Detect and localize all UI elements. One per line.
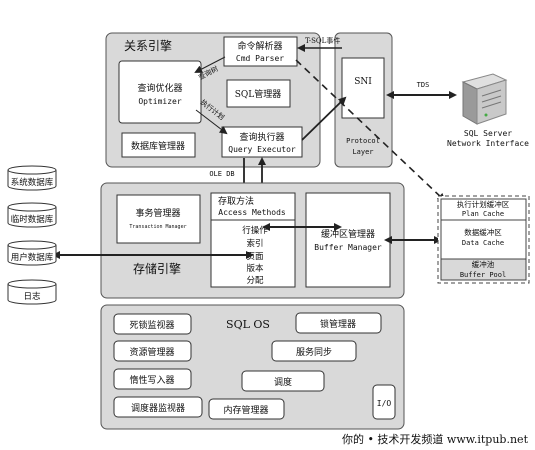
db-temp-label: 临时数据库 [11,214,54,225]
db-user-label: 用户数据库 [11,252,54,263]
access-item-4: 分配 [246,276,264,286]
cmd-parser-en: Cmd Parser [236,54,284,63]
sql-manager-label: SQL管理器 [235,88,282,100]
server-label-1: SQL Server [464,129,512,138]
access-item-0: 行操作 [242,225,268,236]
cmd-parser-cn: 命令解析器 [237,40,282,52]
tds-label: TDS [417,81,430,89]
access-methods-box: 存取方法 Access Methods 行操作 索引 页面 版本 分配 [210,192,296,288]
query-executor-box: 查询执行器 Query Executor [221,126,303,158]
lazy-writer-label: 惰性写入器 [129,374,174,386]
resource-manager-label: 资源管理器 [129,346,174,358]
access-item-3: 版本 [246,263,264,274]
storage-engine-title: 存储引擎 [133,261,181,276]
buffer-manager-en: Buffer Manager [314,243,382,252]
deadlock-monitor-label: 死锁监视器 [129,319,174,331]
database-cylinder-log: 日志 [7,279,57,305]
query-executor-cn: 查询执行器 [239,131,284,143]
io-label: I/O [377,399,392,408]
protocol-layer-label-1: Protocol [346,137,380,145]
relational-engine-title: 关系引擎 [124,38,172,53]
txn-manager-en: Transaction Manager [129,224,186,230]
access-methods-en: Access Methods [218,208,286,217]
access-methods-cn: 存取方法 [218,195,254,207]
arrow-parser-to-optimizer [194,56,226,73]
service-sync-label: 服务同步 [296,346,332,358]
db-manager-label: 数据库管理器 [131,140,185,152]
optimizer-en: Optimizer [138,97,182,106]
tsql-event-label: T-SQL事件 [305,36,340,45]
watermark-text: 你的 • 技术开发频道 www.itpub.net [342,432,529,446]
buffer-pool: 执行计划缓冲区 Plan Cache 数据缓冲区 Data Cache 缓冲池 … [437,195,530,284]
server-label-2: Network Interface [447,139,529,148]
txn-manager-cn: 事务管理器 [135,207,180,219]
buffer-manager-cn: 缓冲区管理器 [321,228,375,240]
plan-cache-en: Plan Cache [462,210,504,218]
database-cylinder-temp: 临时数据库 [7,202,57,228]
lock-manager-label: 锁管理器 [320,318,356,330]
scheduling-label: 调度 [274,376,292,388]
sql-os-title: SQL OS [226,318,270,331]
db-manager-box: 数据库管理器 [121,132,196,158]
scheduler-monitor-label: 调度器监视器 [131,402,185,414]
database-cylinder-user: 用户数据库 [7,240,57,266]
buffer-pool-cn: 缓冲池 [472,259,495,269]
protocol-layer-label-2: Layer [352,148,373,156]
txn-manager-box: 事务管理器 Transaction Manager [116,194,201,244]
buffer-manager-box: 缓冲区管理器 Buffer Manager [305,192,391,288]
relational-engine: 关系引擎 命令解析器 Cmd Parser 查询优化器 Optimizer SQ… [105,32,321,168]
buffer-pool-en: Buffer Pool [460,271,506,279]
optimizer-cn: 查询优化器 [137,82,182,94]
memory-manager-label: 内存管理器 [223,404,268,416]
sql-manager-box: SQL管理器 [226,79,291,108]
sni-label: SNI [354,77,372,87]
plan-cache-cn: 执行计划缓冲区 [457,199,510,209]
database-cylinder-system: 系统数据库 [7,165,57,191]
optimizer-box: 查询优化器 Optimizer [118,60,202,124]
storage-engine: 存储引擎 事务管理器 Transaction Manager 存取方法 Acce… [100,182,405,299]
arrow-optimizer-to-executor [195,109,228,135]
ole-db-label: OLE DB [209,170,234,178]
data-cache-cn: 数据缓冲区 [464,227,502,237]
access-item-1: 索引 [246,238,263,249]
cmd-parser-box: 命令解析器 Cmd Parser [223,36,298,67]
query-executor-en: Query Executor [228,145,296,154]
arrow-executor-to-sni [301,96,347,141]
db-log-label: 日志 [23,291,41,302]
arrow-parser-to-plan-cache [295,59,446,202]
server-icon [461,73,508,125]
protocol-layer: SNI Protocol Layer [334,32,393,168]
access-item-2: 页面 [246,252,264,262]
db-system-label: 系统数据库 [11,177,54,188]
sql-os: SQL OS 死锁监视器 锁管理器 资源管理器 服务同步 惰性写入器 调度 调度… [100,304,405,430]
data-cache-en: Data Cache [462,239,504,247]
